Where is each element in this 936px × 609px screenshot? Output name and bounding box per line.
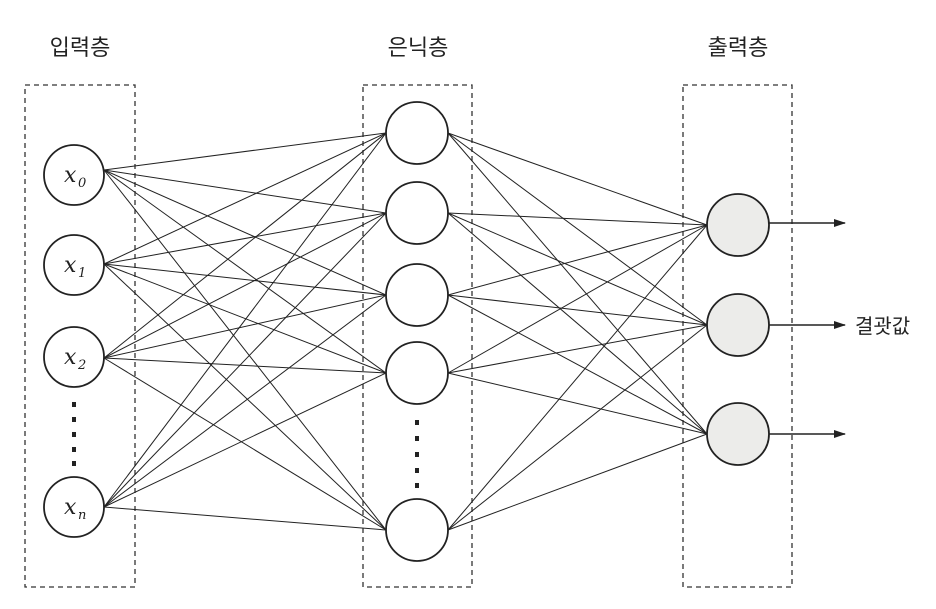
result-label: 결괏값	[855, 314, 910, 338]
hidden-output-edge	[447, 372, 708, 435]
input-hidden-edge	[103, 132, 387, 265]
input-node-subscript: 1	[78, 266, 86, 281]
input-hidden-edge	[103, 169, 387, 374]
hidden-output-edge	[447, 433, 708, 531]
input-hidden-edge	[103, 212, 387, 359]
output-layer-title: 출력층	[708, 36, 769, 61]
input-hidden-edge	[103, 169, 387, 531]
input-hidden-edge	[103, 357, 387, 531]
input-ellipsis	[72, 402, 76, 466]
hidden-layer-title: 은닉층	[388, 36, 449, 61]
input-hidden-connections	[103, 132, 387, 531]
input-hidden-edge	[103, 263, 387, 531]
input-node-label: x	[64, 495, 77, 520]
output-node-3	[706, 402, 770, 466]
hidden-node-n	[385, 498, 449, 562]
input-node-label: x	[64, 253, 77, 278]
hidden-output-edge	[447, 294, 708, 326]
hidden-ellipsis	[415, 420, 419, 488]
input-hidden-edge	[103, 263, 387, 374]
output-node-1	[706, 193, 770, 257]
hidden-output-connections	[447, 132, 708, 531]
hidden-output-edge	[447, 212, 708, 226]
input-hidden-edge	[103, 357, 387, 374]
hidden-node-3	[385, 263, 449, 327]
input-hidden-edge	[103, 294, 387, 359]
hidden-output-edge	[447, 212, 708, 326]
input-hidden-edge	[103, 372, 387, 508]
hidden-layer-box	[362, 84, 473, 588]
input-hidden-edge	[103, 132, 387, 359]
input-hidden-edge	[103, 212, 387, 508]
hidden-output-edge	[447, 132, 708, 326]
hidden-output-edge	[447, 224, 708, 374]
input-hidden-edge	[103, 132, 387, 171]
output-layer-box	[682, 84, 793, 588]
input-layer-title: 입력층	[50, 36, 111, 61]
input-node-x1: x 1	[43, 234, 105, 296]
input-node-subscript: 2	[77, 358, 86, 373]
hidden-output-edge	[447, 212, 708, 435]
hidden-node-4	[385, 341, 449, 405]
input-node-xn: x n	[43, 476, 105, 538]
input-hidden-edge	[103, 294, 387, 508]
hidden-output-edge	[447, 294, 708, 435]
input-node-x0: x 0	[43, 144, 105, 206]
hidden-output-edge	[447, 224, 708, 531]
input-hidden-edge	[103, 506, 387, 531]
input-node-label: x	[64, 163, 77, 188]
input-hidden-edge	[103, 169, 387, 296]
input-hidden-edge	[103, 169, 387, 214]
hidden-output-edge	[447, 132, 708, 226]
input-node-label: x	[64, 345, 77, 370]
input-node-subscript: 0	[78, 176, 86, 191]
hidden-output-edge	[447, 324, 708, 531]
output-node-2	[706, 293, 770, 357]
hidden-output-edge	[447, 224, 708, 296]
input-node-x2: x 2	[43, 326, 105, 388]
input-layer-box	[24, 84, 136, 588]
input-hidden-edge	[103, 263, 387, 296]
input-node-subscript: n	[78, 508, 86, 523]
hidden-node-2	[385, 181, 449, 245]
hidden-output-edge	[447, 132, 708, 435]
input-hidden-edge	[103, 212, 387, 265]
hidden-node-1	[385, 101, 449, 165]
hidden-output-edge	[447, 324, 708, 374]
input-hidden-edge	[103, 132, 387, 508]
